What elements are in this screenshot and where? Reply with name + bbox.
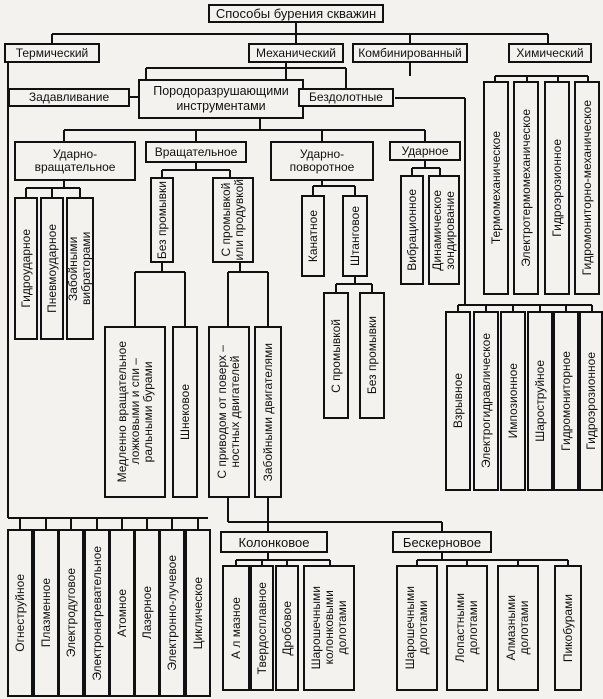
hydroerosion-combined-item: Гидроэрозионное <box>544 81 570 295</box>
shot-jet-item: Шароструйное <box>527 311 553 491</box>
thermal-item-3: Электродуговое <box>58 529 84 697</box>
pneumo-impact-item: Пневмоударное <box>40 197 64 340</box>
slow-rotary-item: Медленно вращательное ложковыми и спи – … <box>104 326 166 498</box>
downhole-vibrators-item: Забойными вибраторами <box>66 197 94 340</box>
rod-item: Штанговое <box>342 195 368 277</box>
thermal-item-8: Циклическое <box>185 529 211 697</box>
thermal-node: Термический <box>4 43 100 63</box>
mechanical-node: Механический <box>248 43 344 63</box>
core-node: Колонковое <box>220 531 328 553</box>
thermal-item-7: Электронно-лучевое <box>159 529 185 697</box>
combined-node: Комбинированный <box>352 43 468 63</box>
rod-no-flush-item: Без промывки <box>359 292 385 419</box>
rotary-node: Вращательное <box>145 141 247 163</box>
thermal-item-4: Электронагревательное <box>84 529 110 697</box>
rod-with-flush-item: С промывкой <box>323 292 349 419</box>
coreless-blade-item: Лопастными долотами <box>446 565 488 691</box>
downhole-motors-item: Забойными двигателями <box>254 326 282 498</box>
coreless-diamond-item: Алмазными долотами <box>497 565 539 691</box>
hydroerosion-item: Гидроэрозионное <box>579 311 603 491</box>
coreless-roller-item: Шарошечными долотами <box>396 565 438 691</box>
core-shot-item: Дробовое <box>275 565 299 691</box>
coreless-pico-item: Пикобурами <box>554 565 582 691</box>
rope-item: Канатное <box>301 195 325 277</box>
impact-turn-node: Ударно- поворотное <box>270 141 374 181</box>
thermal-item-1: Огнеструйное <box>7 529 33 697</box>
thermal-item-6: Лазерное <box>134 529 160 697</box>
explosive-item: Взрывное <box>445 311 471 491</box>
electrothermomechanical-item: Электротермомеханическое <box>513 81 539 295</box>
core-diamond-item: А л мазное <box>222 565 250 691</box>
surface-drive-item: С приводом от поверх – ностных двигателе… <box>208 326 250 498</box>
hydromonitor-mechanical-item: Гидромониторно-механическое <box>574 81 600 295</box>
hydromonitor-item: Гидромониторное <box>553 311 579 491</box>
hydro-impact-item: Гидроударное <box>14 197 38 340</box>
auger-item: Шнековое <box>172 326 198 498</box>
thermal-item-2: Плазменное <box>33 529 59 697</box>
thermomechanical-item: Термомеханическое <box>483 81 509 295</box>
core-carbide-item: Твердосплавное <box>250 565 274 691</box>
chemical-node: Химический <box>508 43 592 63</box>
impact-rotary-node: Ударно- вращательное <box>14 141 136 181</box>
thermal-item-5: Атомное <box>109 529 135 697</box>
electrohydraulic-item: Электрогидравлическое <box>473 311 499 491</box>
vibration-item: Вибрационное <box>400 175 424 285</box>
rotary-with-flush-node: С промывкой или продувкой <box>212 177 254 263</box>
bitless-node: Бездолотные <box>298 88 394 107</box>
root-node: Способы бурения скважин <box>208 4 384 23</box>
implosion-item: Импозионное <box>500 311 526 491</box>
coreless-node: Бескерновое <box>392 531 492 553</box>
pressing-node: Задавливание <box>8 88 130 107</box>
rotary-no-flush-node: Без промывки <box>150 177 174 263</box>
impact-node: Ударное <box>389 141 461 161</box>
core-roller-item: Шарошечными колонковыми долотами <box>303 565 355 691</box>
rock-tools-node: Породоразрушающими инструментами <box>138 79 304 119</box>
dynamic-sounding-item: Динамическое зондирование <box>428 175 460 285</box>
